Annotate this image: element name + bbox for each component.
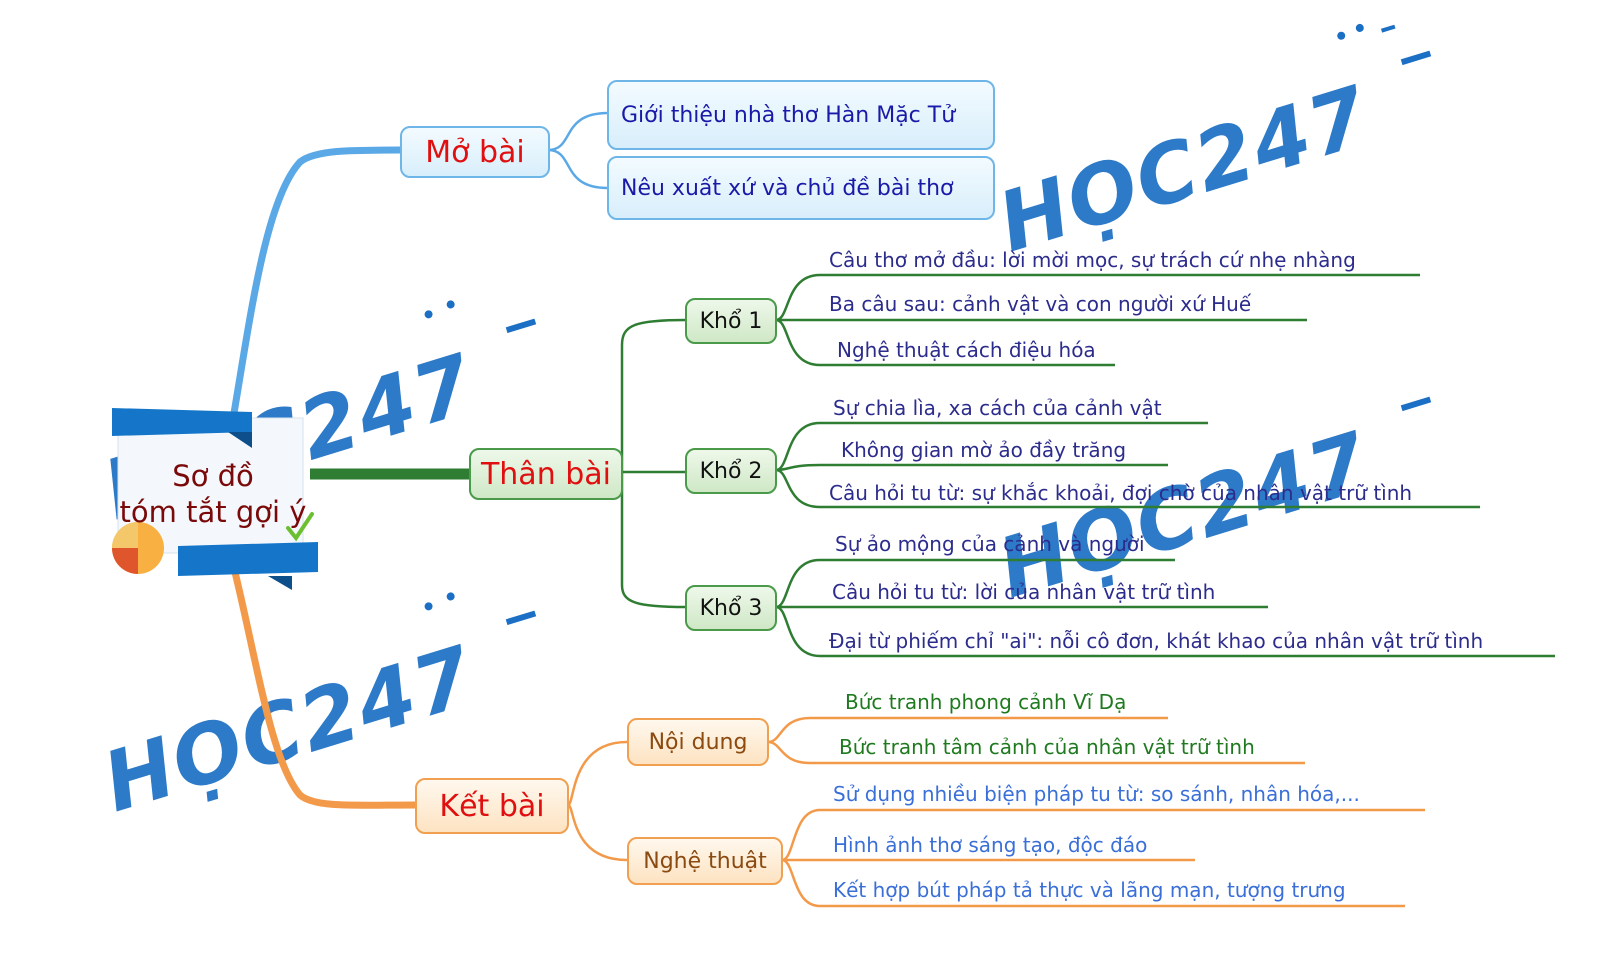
than-bai-connectors: [620, 273, 1555, 658]
kho-1-item-1: Câu thơ mở đầu: lời mời mọc, sự trách cứ…: [829, 248, 1356, 272]
branch-ket-bai: [228, 556, 419, 809]
kho-2-item-3: Câu hỏi tu từ: sự khắc khoải, đợi chờ củ…: [829, 481, 1413, 505]
center-title-line2: tóm tắt gợi ý: [119, 495, 307, 529]
node-mo-bai-label: Mở bài: [425, 134, 525, 170]
nghe-thuat-item-3: Kết hợp bút pháp tả thực và lãng mạn, tư…: [833, 878, 1346, 902]
branch-mo-bai: [228, 146, 404, 429]
node-than-bai[interactable]: Thân bài: [469, 448, 623, 500]
noi-dung-item-2: Bức tranh tâm cảnh của nhân vật trữ tình: [839, 735, 1255, 759]
nghe-thuat-item-2: Hình ảnh thơ sáng tạo, độc đáo: [833, 833, 1148, 857]
kho-2-item-2: Không gian mờ ảo đầy trăng: [841, 438, 1127, 462]
node-ket-bai[interactable]: Kết bài: [415, 778, 569, 834]
kho-1-item-3: Nghệ thuật cách điệu hóa: [837, 338, 1096, 362]
ket-bai-connectors: [566, 716, 1425, 908]
node-than-bai-label: Thân bài: [480, 456, 612, 492]
pie-chart-icon: [112, 522, 164, 574]
nghe-thuat-item-1: Sử dụng nhiều biện pháp tu từ: so sánh, …: [833, 782, 1360, 806]
kho-1-item-2: Ba câu sau: cảnh vật và con người xứ Huế: [829, 292, 1252, 316]
center-title-line1: Sơ đồ: [172, 459, 254, 493]
svg-text:HỌC247: HỌC247: [988, 69, 1381, 271]
node-nghe-thuat[interactable]: Nghệ thuật: [627, 837, 783, 885]
checkmark-icon: [286, 512, 314, 542]
node-kho-3[interactable]: Khổ 3: [685, 585, 777, 631]
node-mo-bai-item-2[interactable]: Nêu xuất xứ và chủ đề bài thơ: [607, 156, 995, 220]
node-noi-dung[interactable]: Nội dung: [627, 718, 769, 766]
kho-3-item-2: Câu hỏi tu từ: lời của nhân vật trữ tình: [832, 580, 1216, 604]
kho-2-item-1: Sự chia lìa, xa cách của cảnh vật: [833, 396, 1162, 420]
node-mo-bai-item-1[interactable]: Giới thiệu nhà thơ Hàn Mặc Tử: [607, 80, 995, 150]
node-kho-2[interactable]: Khổ 2: [685, 448, 777, 494]
node-kho-1[interactable]: Khổ 1: [685, 298, 777, 344]
watermark-top: HỌC247: [988, 23, 1432, 271]
kho-3-item-3: Đại từ phiếm chỉ "ai": nỗi cô đơn, khát …: [829, 629, 1484, 653]
noi-dung-item-1: Bức tranh phong cảnh Vĩ Dạ: [845, 690, 1127, 714]
node-mo-bai[interactable]: Mở bài: [400, 126, 550, 178]
center-topic: Sơ đồ tóm tắt gợi ý: [108, 458, 318, 530]
kho-3-item-1: Sự ảo mộng của cảnh và người: [835, 532, 1145, 556]
node-ket-bai-label: Kết bài: [439, 788, 545, 824]
